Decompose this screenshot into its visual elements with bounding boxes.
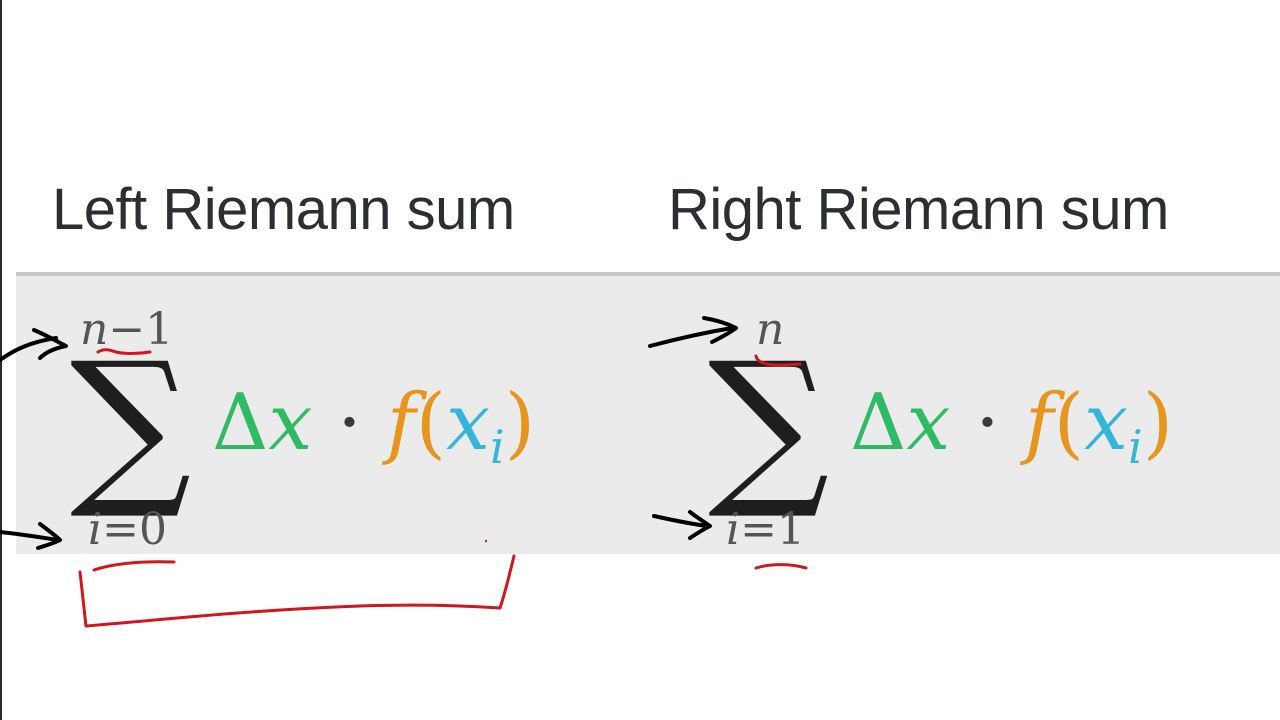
formula-row — [16, 276, 1280, 554]
upper-var: n — [756, 304, 785, 355]
right-lower-limit: i=1 — [726, 508, 805, 552]
lower-var: i — [726, 504, 741, 555]
lower-op: = — [740, 504, 777, 555]
delta-symbol: Δ — [212, 378, 269, 468]
underline-i-zero — [92, 560, 176, 572]
lower-num: 0 — [138, 504, 167, 555]
lower-op: = — [102, 504, 139, 555]
left-lower-limit: i=0 — [88, 508, 167, 552]
lower-var: i — [88, 504, 103, 555]
summation-bracket — [78, 554, 516, 628]
open-paren: ( — [415, 378, 447, 468]
close-paren: ) — [504, 378, 536, 468]
right-summand: Δx · f(xi) — [850, 384, 1173, 470]
delta-x-var: x — [906, 378, 951, 468]
times-dot: · — [975, 378, 1000, 468]
argument-subscript-i: i — [490, 420, 505, 474]
left-sigma: ∑ — [70, 326, 192, 524]
argument-x: x — [1084, 378, 1129, 468]
times-dot: · — [337, 378, 362, 468]
left-upper-limit: n−1 — [80, 308, 173, 352]
arrow-to-left-lower — [0, 522, 62, 550]
delta-x-var: x — [268, 378, 313, 468]
lower-num: 1 — [776, 504, 805, 555]
upper-var: n — [80, 304, 109, 355]
open-paren: ( — [1053, 378, 1085, 468]
close-paren: ) — [1142, 378, 1174, 468]
arrow-to-left-upper — [0, 328, 68, 362]
ink-dot — [484, 539, 488, 543]
left-riemann-heading: Left Riemann sum — [52, 177, 515, 242]
upper-op: − — [108, 304, 146, 355]
right-sigma: ∑ — [708, 326, 830, 524]
left-summand: Δx · f(xi) — [212, 384, 535, 470]
underline-n — [754, 354, 802, 367]
right-riemann-heading: Right Riemann sum — [668, 177, 1169, 242]
argument-x: x — [446, 378, 491, 468]
right-upper-limit: n — [756, 308, 784, 352]
upper-num: 1 — [145, 304, 174, 355]
argument-subscript-i: i — [1128, 420, 1143, 474]
arrow-to-right-lower — [652, 510, 712, 540]
arrow-to-right-upper — [648, 316, 738, 348]
underline-i-one — [754, 563, 808, 570]
underline-n-minus — [96, 348, 152, 355]
header-divider — [16, 272, 1280, 276]
function-f: f — [1024, 378, 1054, 468]
delta-symbol: Δ — [850, 378, 907, 468]
function-f: f — [386, 378, 416, 468]
